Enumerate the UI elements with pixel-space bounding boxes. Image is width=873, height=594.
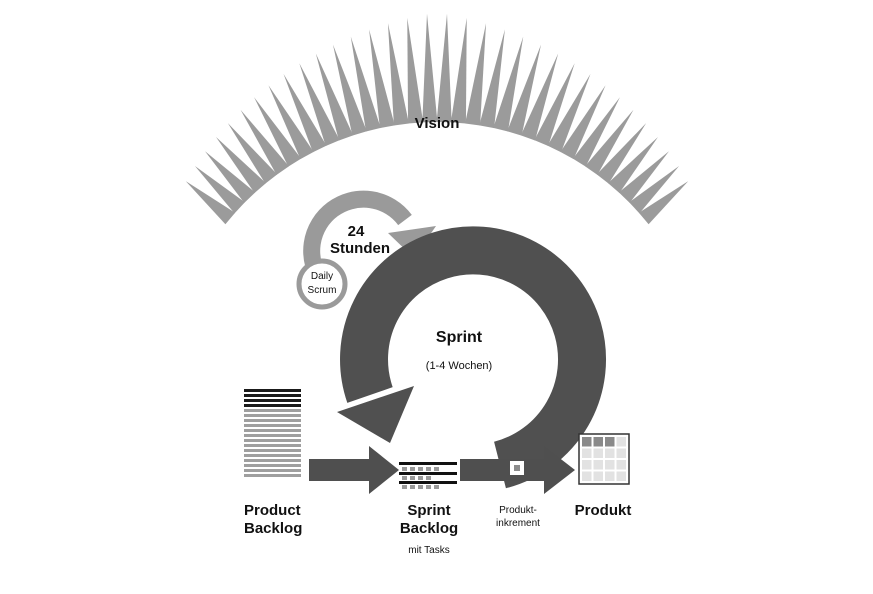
backlog-to-sprint-arrow	[309, 446, 399, 494]
vision-ray	[205, 151, 256, 203]
increment-line2: inkrement	[496, 518, 540, 529]
backlog-item-line	[244, 474, 301, 477]
vision-ray	[332, 44, 367, 136]
product-cell	[582, 460, 592, 470]
vision-ray	[547, 73, 591, 153]
daily-cycle-unit: Stunden	[330, 240, 390, 257]
backlog-item-line	[244, 454, 301, 457]
product-cell	[582, 471, 592, 481]
backlog-item-line	[244, 469, 301, 472]
product-cell	[593, 460, 603, 470]
vision-ray	[585, 109, 634, 175]
vision-ray	[185, 181, 236, 225]
vision-ray	[493, 36, 524, 132]
product-cell	[616, 460, 626, 470]
backlog-item-line	[244, 399, 301, 402]
product-icon	[578, 433, 630, 485]
increment-arrow	[460, 446, 575, 494]
vision-ray	[638, 181, 689, 225]
backlog-item-line	[244, 419, 301, 422]
vision-ray	[369, 29, 395, 129]
backlog-item-line	[244, 459, 301, 462]
daily-scrum-line2: Scrum	[308, 285, 337, 296]
product-cell	[593, 437, 603, 447]
product-cell	[605, 437, 615, 447]
vision-ray	[227, 123, 278, 184]
vision-ray	[572, 97, 620, 167]
vision-ray	[608, 136, 658, 193]
vision-ray	[350, 36, 381, 132]
product-cell	[593, 471, 603, 481]
daily-scrum-badge	[296, 258, 348, 310]
product-cell	[582, 437, 592, 447]
vision-ray	[465, 23, 487, 126]
vision-ray	[560, 85, 606, 160]
daily-scrum-line1: Daily	[311, 271, 333, 282]
vision-ray	[450, 17, 467, 124]
vision-ray	[629, 166, 680, 214]
backlog-item-line	[244, 449, 301, 452]
product-cell	[605, 448, 615, 458]
vision-rays	[185, 13, 689, 225]
backlog-item-line	[244, 444, 301, 447]
backlog-item-line	[244, 389, 301, 392]
product-cell	[593, 448, 603, 458]
product-cell	[582, 448, 592, 458]
vision-ray	[299, 63, 340, 146]
vision-ray	[507, 44, 542, 136]
backlog-item-line	[244, 404, 301, 407]
vision-ray	[268, 85, 314, 160]
increment-line1: Produkt-	[499, 505, 537, 516]
vision-ray	[240, 109, 289, 175]
backlog-item-line	[244, 429, 301, 432]
product-cell	[616, 437, 626, 447]
vision-ray	[216, 136, 266, 193]
vision-ray	[436, 13, 452, 123]
vision-ray	[315, 53, 354, 141]
backlog-item-line	[244, 464, 301, 467]
backlog-item-line	[244, 414, 301, 417]
backlog-item-line	[244, 439, 301, 442]
backlog-item-line	[244, 394, 301, 397]
backlog-item-line	[244, 409, 301, 412]
product-cell	[605, 460, 615, 470]
vision-ray	[618, 151, 669, 203]
product-label: Produkt	[575, 502, 632, 519]
vision-ray	[534, 63, 575, 146]
vision-ray	[407, 17, 424, 124]
product-cell	[605, 471, 615, 481]
daily-cycle-hours: 24	[348, 223, 365, 240]
vision-ray	[479, 29, 505, 129]
vision-ray	[422, 13, 438, 123]
vision-ray	[283, 73, 327, 153]
vision-ray	[194, 166, 245, 214]
vision-ray	[387, 23, 409, 126]
sprint-duration-label: (1-4 Wochen)	[426, 360, 492, 372]
vision-ray	[596, 123, 647, 184]
sprint-backlog-line2: Backlog	[400, 520, 458, 537]
sprint-backlog-line1: Sprint	[407, 502, 450, 519]
product-cell	[616, 471, 626, 481]
sprint-cycle-arrow	[337, 226, 606, 489]
product-backlog-line1: Product	[244, 502, 301, 519]
sprint-label: Sprint	[436, 329, 483, 346]
product-backlog-icon	[244, 389, 301, 477]
backlog-item-line	[244, 434, 301, 437]
vision-ray	[254, 97, 302, 167]
product-cell	[616, 448, 626, 458]
backlog-item-line	[244, 424, 301, 427]
vision-ray	[520, 53, 559, 141]
vision-label: Vision	[415, 115, 460, 132]
product-backlog-line2: Backlog	[244, 520, 302, 537]
sprint-backlog-sub: mit Tasks	[408, 545, 450, 556]
sprint-backlog-icon	[399, 462, 457, 489]
